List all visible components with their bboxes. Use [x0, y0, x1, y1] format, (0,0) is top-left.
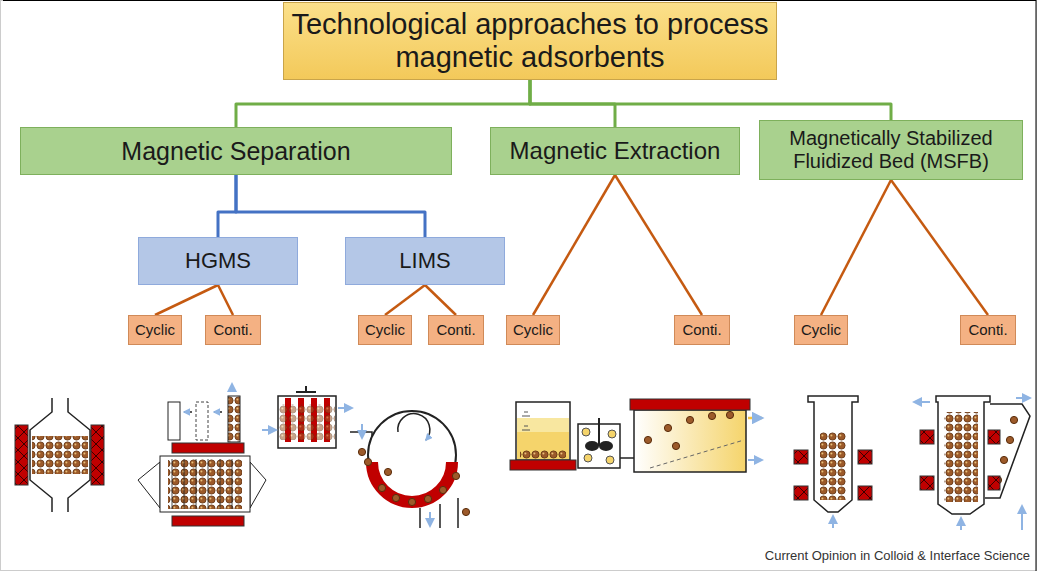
method-box: LIMS [345, 237, 505, 285]
box-label: Magnetically Stabilized Fluidized Bed (M… [760, 127, 1022, 173]
tree-connector [236, 175, 425, 237]
mode-box: Conti. [428, 315, 484, 345]
tree-connector [891, 180, 988, 315]
tree-connector [533, 175, 615, 315]
box-label: Conti. [436, 321, 475, 338]
tree-connector [821, 180, 891, 315]
box-label: Cyclic [365, 321, 405, 338]
mode-box: Cyclic [506, 315, 560, 345]
method-box: HGMS [138, 237, 298, 285]
extraction-cyclic-figure [510, 402, 576, 470]
tree-connector [236, 80, 530, 127]
box-label: Conti. [682, 321, 721, 338]
tree-connector [218, 175, 236, 237]
mode-box: Conti. [205, 315, 261, 345]
tree-connector [155, 285, 218, 315]
mode-box: Cyclic [358, 315, 412, 345]
lims-cyclic-figure [262, 386, 352, 448]
box-label: Cyclic [135, 321, 175, 338]
box-label: Conti. [968, 321, 1007, 338]
box-label: LIMS [399, 248, 450, 273]
tree-connector [385, 285, 425, 315]
box-label: Magnetic Extraction [510, 137, 721, 165]
source-caption: Current Opinion in Colloid & Interface S… [765, 548, 1030, 563]
tree-connector [530, 80, 891, 120]
title-box: Technological approaches to process magn… [283, 2, 777, 80]
mode-box: Cyclic [128, 315, 182, 345]
tree-connector [615, 175, 702, 315]
hgms-continuous-figure [138, 384, 266, 526]
category-box: Magnetically Stabilized Fluidized Bed (M… [759, 120, 1023, 180]
box-label: HGMS [185, 248, 251, 273]
mode-box: Cyclic [794, 315, 848, 345]
tree-connector [218, 285, 233, 315]
mode-box: Conti. [960, 315, 1016, 345]
box-label: Technological approaches to process magn… [284, 8, 776, 75]
msfb-cyclic-figure [794, 396, 872, 528]
category-box: Magnetic Extraction [490, 127, 740, 175]
box-label: Cyclic [513, 321, 553, 338]
msfb-continuous-figure [914, 396, 1030, 530]
lims-drum-figure [350, 411, 470, 528]
tree-connector [425, 285, 456, 315]
category-box: Magnetic Separation [20, 127, 452, 175]
hgms-cyclic-figure [15, 398, 104, 512]
box-label: Magnetic Separation [121, 137, 350, 166]
extraction-continuous-figure [578, 399, 762, 472]
box-label: Conti. [213, 321, 252, 338]
mode-box: Conti. [674, 315, 730, 345]
box-label: Cyclic [801, 321, 841, 338]
